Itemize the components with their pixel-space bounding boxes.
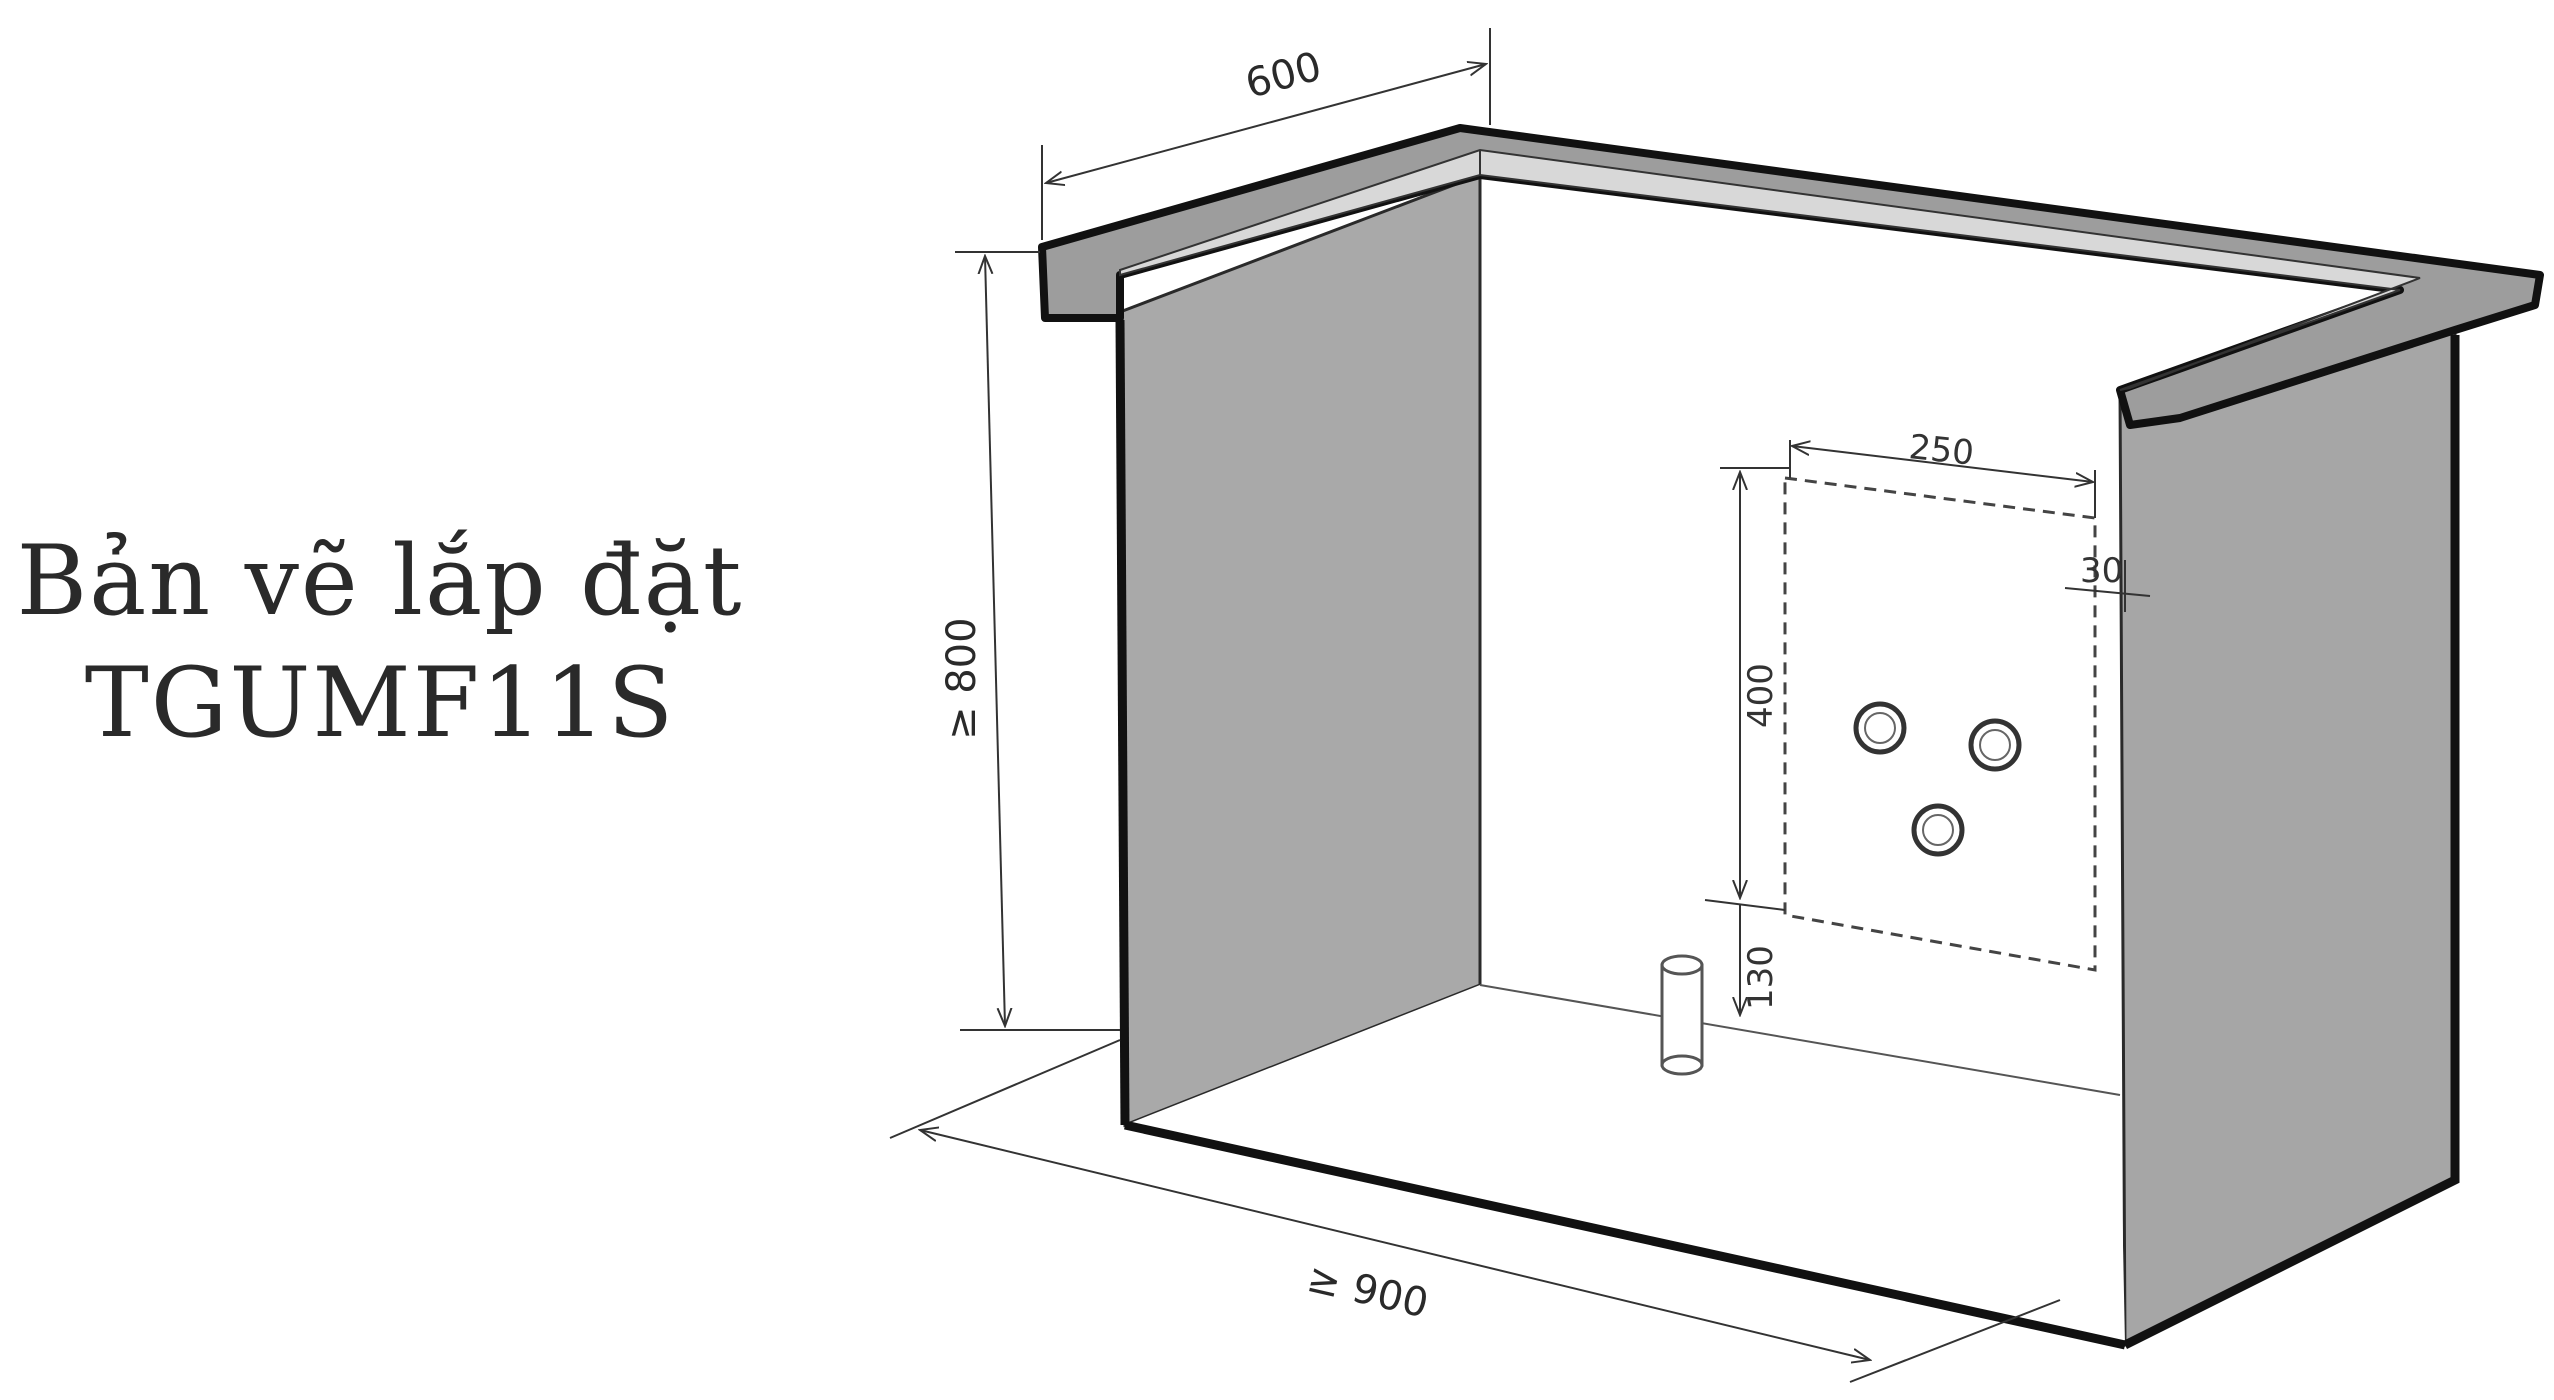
dimension-cutout-width-label: 250 xyxy=(1907,427,1976,474)
water-connection-left xyxy=(1853,701,1907,755)
floor-pipe xyxy=(1660,954,1704,1076)
drawing-title: Bản vẽ lắp đặt TGUMF11S xyxy=(0,520,760,764)
dimension-cutout-height-label: 400 xyxy=(1741,663,1781,728)
dimension-cutout-width: 250 xyxy=(1789,427,2096,518)
drawing-title-model: TGUMF11S xyxy=(84,647,676,759)
dimension-height-label: ≥ 800 xyxy=(939,617,985,740)
dimension-cutout-bottom-offset: 130 xyxy=(1740,904,1781,1015)
countertop-rim xyxy=(1038,124,2544,429)
countertop-inner-edge xyxy=(1119,148,2421,391)
dimension-cutout-height: 400 xyxy=(1704,467,1790,911)
wall-cutout-area xyxy=(1783,476,2097,972)
cabinet-right-bottom-edge xyxy=(2122,335,2460,1350)
cabinet-back-wall xyxy=(1480,175,2410,1095)
dimension-cutout-bottom-offset-label: 130 xyxy=(1741,945,1781,1010)
dimension-width-label: ≥ 900 xyxy=(1303,1255,1433,1327)
drain-connection xyxy=(1911,803,1965,857)
drawing-title-line1: Bản vẽ lắp đặt xyxy=(16,525,744,637)
dimension-cutout-side-offset-label: 30 xyxy=(2080,551,2123,591)
dimension-height: ≥ 800 xyxy=(939,251,1120,1031)
dimension-cutout-side-offset: 30 xyxy=(2064,551,2151,612)
cabinet-right-panel xyxy=(2118,328,2457,1348)
dimension-depth-label: 600 xyxy=(1241,43,1327,107)
cabinet-left-panel xyxy=(1118,172,1482,1128)
cabinet-left-front-edge xyxy=(1115,319,1130,1126)
cabinet-floor-back-edge xyxy=(1479,984,2121,1096)
water-connection-right xyxy=(1968,718,2022,772)
